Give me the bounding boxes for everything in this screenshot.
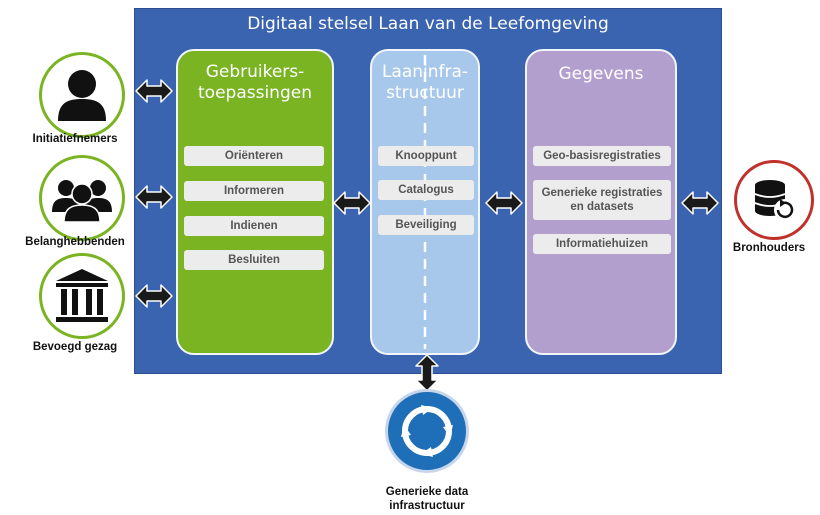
item-informatiehuizen: Informatiehuizen [533, 234, 671, 254]
item-indienen: Indienen [184, 216, 324, 236]
gebruikerstoepassingen-title: Gebruikers- toepassingen [198, 62, 312, 103]
person-icon [58, 70, 106, 121]
item-generieke-registraties: Generieke registraties en datasets [533, 180, 671, 220]
arrow-gebruikers-laan [333, 191, 371, 215]
initiatiefnemers-label: Initiatiefnemers [32, 133, 118, 145]
arrow-bevoegd-gezag [135, 284, 173, 308]
government-building-icon [56, 269, 108, 322]
gebruikerstoepassingen-column [176, 49, 334, 355]
group-icon [52, 180, 112, 223]
bevoegd-gezag-label: Bevoegd gezag [32, 341, 118, 353]
item-orienteren: Oriënteren [184, 146, 324, 166]
roundabout-icon [401, 405, 453, 457]
arrow-gegevens-bronhouders [681, 191, 719, 215]
laaninfrastructuur-column [370, 49, 480, 355]
initiatiefnemers-avatar [39, 52, 125, 138]
item-beveiliging: Beveiliging [378, 215, 474, 235]
item-besluiten: Besluiten [184, 250, 324, 270]
bevoegd-gezag-avatar [39, 253, 125, 339]
generieke-data-infrastructuur-label: Generieke data infrastructuur [385, 486, 469, 512]
belanghebbenden-avatar [39, 155, 125, 241]
item-informeren: Informeren [184, 181, 324, 201]
arrow-laan-gegevens [485, 191, 523, 215]
arrow-belanghebbenden [135, 185, 173, 209]
diagram-title: Digitaal stelsel Laan van de Leefomgevin… [247, 14, 609, 34]
laaninfrastructuur-title: Laaninfra- structuur [381, 62, 469, 103]
bronhouders-label: Bronhouders [732, 242, 806, 254]
bronhouders-avatar [734, 160, 814, 240]
arrow-laan-generieke [415, 354, 439, 392]
belanghebbenden-label: Belanghebbenden [25, 236, 125, 248]
generieke-data-infrastructuur-badge [385, 389, 469, 473]
database-refresh-icon [754, 180, 796, 221]
item-catalogus: Catalogus [378, 180, 474, 200]
dashed-divider [423, 55, 427, 349]
item-geo-basisregistraties: Geo-basisregistraties [533, 146, 671, 166]
arrow-initiatiefnemers [135, 79, 173, 103]
gegevens-title: Gegevens [558, 64, 644, 84]
item-knooppunt: Knooppunt [378, 146, 474, 166]
